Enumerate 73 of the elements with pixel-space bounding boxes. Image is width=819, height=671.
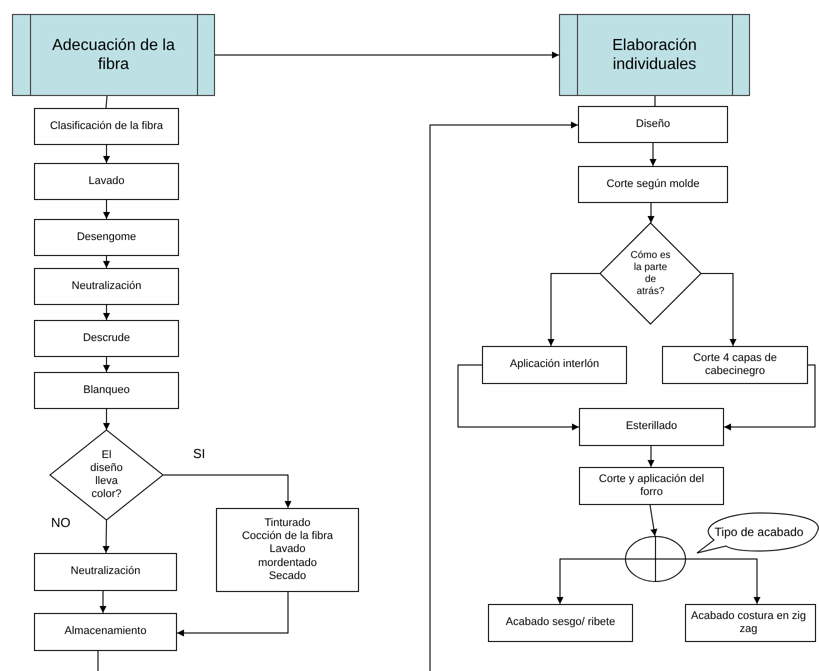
node-label: Tinturado [264,517,311,530]
process-box [216,508,359,592]
arrow [650,142,656,166]
process-box [662,346,808,384]
arrow [648,446,654,468]
process-header [559,14,750,96]
arrow [103,356,110,372]
node-label: El diseño lleva color? [89,448,124,502]
node-label: Blanqueo [83,384,130,398]
node-label: Corte según molde [606,178,700,192]
edge-label: NO [50,515,72,530]
arrow [458,364,580,430]
process-box [34,163,179,200]
process-box [34,320,179,357]
connector-line [654,96,656,106]
arrow [103,144,110,164]
node-label: Secado [268,570,306,583]
node-label: Acabado costura en zig zag [690,610,807,636]
arrow [214,52,560,58]
arrow [103,408,110,430]
node-label: Descrude [82,332,130,346]
node-label: Tipo de acabado [714,524,804,540]
node-label: Corte y aplicación del forro [598,472,705,500]
process-box [34,219,179,256]
process-box [579,408,724,446]
arrow [102,520,110,554]
process-box [685,604,816,642]
process-box [34,268,179,305]
process-box [488,604,633,642]
connector-line [106,96,108,108]
arrow [100,590,106,614]
process-box [579,467,724,505]
arrow [176,592,288,636]
edge-label: SI [192,446,206,461]
process-box [578,106,728,143]
process-box [34,372,179,409]
node-label: Cocción de la fibra [242,530,334,544]
node-label: Diseño [636,118,670,132]
arrow [724,364,816,430]
arrow [686,558,760,604]
arrow [700,273,736,346]
arrow [103,200,110,220]
node-label: Lavado [269,543,306,557]
node-label: Cómo es la parte de atrás? [630,250,671,298]
node-label: mordentado [258,556,317,570]
process-box [34,108,179,145]
node-label: Desengome [76,230,136,244]
decision-diamond [600,223,701,324]
arrow [103,256,110,268]
process-header [12,14,215,96]
arrow [650,504,658,536]
connector-circle [625,536,686,582]
node-label: Elaboración individuales [611,36,698,74]
arrow [548,273,600,346]
node-label: Corte 4 capas de cabecinegro [692,352,778,378]
arrow [162,474,292,508]
node-label: Esterillado [626,420,678,434]
process-box [482,346,627,384]
node-label: Lavado [88,174,125,188]
node-label: Adecuación de la fibra [51,36,176,74]
node-label: Almacenamiento [64,625,146,639]
arrow [430,122,578,671]
node-label: Neutralización [72,280,142,294]
arrow [648,202,654,224]
node-label: Acabado sesgo/ ribete [506,616,616,630]
process-box [578,166,728,203]
arrow [556,558,626,604]
node-label: Aplicación interlón [510,358,600,372]
node-label: Neutralización [70,565,140,579]
node-label: Clasificación de la fibra [50,120,164,134]
arrow [103,304,110,320]
process-box [34,553,177,591]
process-box [34,613,177,651]
